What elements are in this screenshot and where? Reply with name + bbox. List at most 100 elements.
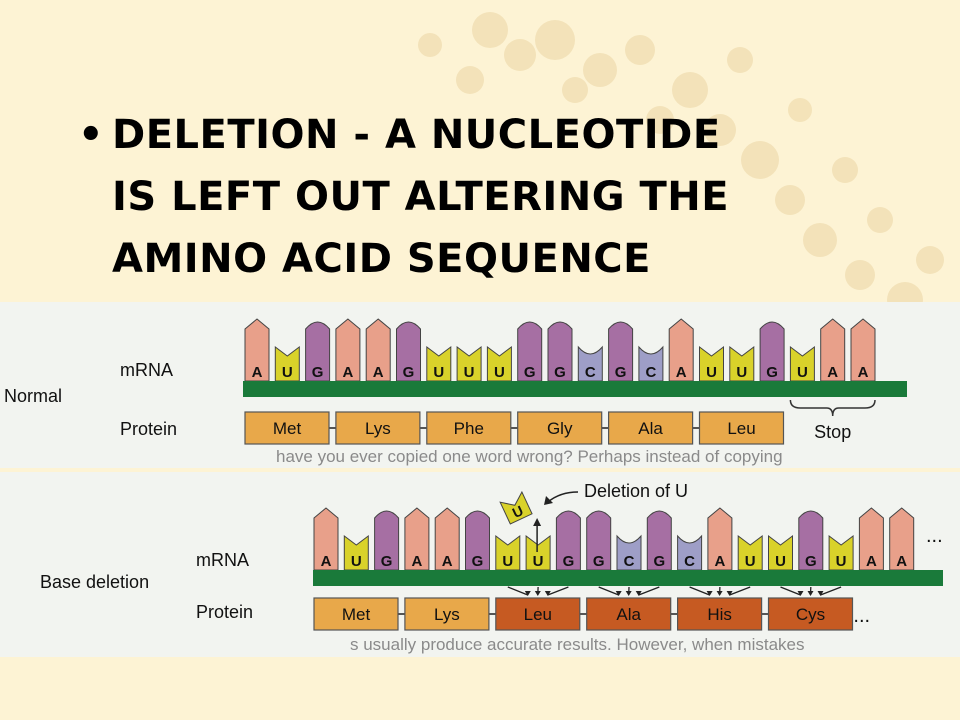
title-text: DELETION - A NUCLEOTIDE IS LEFT OUT ALTE… xyxy=(112,104,729,290)
codon-his: His xyxy=(676,597,763,631)
mrna-backbone xyxy=(313,570,943,586)
nucleotide-A: A xyxy=(850,318,876,382)
codon-label: Phe xyxy=(454,419,484,438)
nucleotide-G: G xyxy=(396,321,421,382)
codon-label: Ala xyxy=(638,419,663,438)
nucleotide-letter: G xyxy=(563,553,575,570)
codon-label: His xyxy=(707,605,732,624)
nucleotide-letter: U xyxy=(282,364,293,381)
nucleotide-A: A xyxy=(889,507,915,571)
translation-arrow xyxy=(547,586,569,596)
deletion-arrow-head xyxy=(533,518,542,526)
arrow-head xyxy=(625,591,632,596)
nucleotide-A: A xyxy=(335,318,361,382)
nucleotide-C: C xyxy=(577,345,603,382)
codon-met: Met xyxy=(244,411,330,445)
background-page-text: s usually produce accurate results. Howe… xyxy=(350,635,804,654)
translation-arrow xyxy=(729,586,751,596)
codon-leu: Leu xyxy=(495,597,581,631)
nucleotide-A: A xyxy=(434,507,460,571)
protein-continuation: ... xyxy=(853,605,870,627)
codon-ala: Ala xyxy=(607,411,694,445)
nucleotide-letter: G xyxy=(524,364,536,381)
title-line-1: DELETION - A NUCLEOTIDE xyxy=(112,112,721,158)
normal-panel: have you ever copied one word wrong? Per… xyxy=(0,302,960,468)
mrna-continuation: ... xyxy=(926,525,943,547)
nucleotide-letter: G xyxy=(615,364,627,381)
arrow-head xyxy=(716,591,723,596)
arrow-head xyxy=(726,591,733,596)
translation-arrow xyxy=(598,586,619,596)
nucleotide-letter: U xyxy=(797,364,808,381)
codon-label: Met xyxy=(273,419,302,438)
nucleotide-letter: A xyxy=(896,553,907,570)
nucleotide-letter: A xyxy=(858,364,869,381)
protein-label: Protein xyxy=(196,602,253,622)
codon-ala: Ala xyxy=(586,597,672,631)
translation-arrow xyxy=(689,586,710,596)
deletion-callout: Deletion of U xyxy=(584,481,688,501)
nucleotide-letter: C xyxy=(624,553,635,570)
callout-pointer-head xyxy=(544,496,553,505)
slide-title: • DELETION - A NUCLEOTIDE IS LEFT OUT AL… xyxy=(78,104,898,290)
codon-phe: Phe xyxy=(426,411,512,445)
arrow-head xyxy=(807,591,814,596)
nucleotide-G: G xyxy=(759,321,785,382)
codon-label: Met xyxy=(342,605,371,624)
stop-brace xyxy=(789,399,876,417)
arrow-head xyxy=(635,591,642,596)
nucleotide-A: A xyxy=(365,318,391,382)
nucleotide-letter: A xyxy=(866,553,877,570)
codon-leu: Leu xyxy=(698,411,785,445)
nucleotide-letter: U xyxy=(745,553,756,570)
deleted-nucleotide: U xyxy=(499,490,533,525)
nucleotide-G: G xyxy=(646,510,672,571)
nucleotide-G: G xyxy=(374,510,400,571)
nucleotide-C: C xyxy=(638,345,664,382)
mrna-label: mRNA xyxy=(196,550,249,570)
deletion-panel: s usually produce accurate results. Howe… xyxy=(0,472,960,657)
nucleotide-letter: U xyxy=(836,553,847,570)
codon-label: Leu xyxy=(524,605,552,624)
nucleotide-letter: G xyxy=(312,364,324,381)
nucleotide-G: G xyxy=(586,510,612,571)
stop-label: Stop xyxy=(814,422,851,442)
arrow-head xyxy=(817,591,824,596)
nucleotide-A: A xyxy=(858,507,884,571)
nucleotide-letter: A xyxy=(342,364,353,381)
nucleotide-letter: A xyxy=(252,364,263,381)
nucleotide-letter: A xyxy=(411,553,422,570)
nucleotide-G: G xyxy=(517,321,543,382)
codon-label: Leu xyxy=(727,419,755,438)
nucleotide-G: G xyxy=(465,510,490,571)
nucleotide-A: A xyxy=(707,507,733,571)
nucleotide-letter: G xyxy=(805,553,817,570)
translation-arrow xyxy=(507,586,529,596)
nucleotide-letter: U xyxy=(533,553,544,570)
base-deletion-label: Base deletion xyxy=(40,572,149,592)
nucleotide-G: G xyxy=(555,510,581,571)
translation-arrow xyxy=(638,586,660,596)
arrow-head xyxy=(544,591,551,596)
nucleotide-letter: G xyxy=(381,553,393,570)
nucleotide-A: A xyxy=(313,507,339,571)
nucleotide-letter: C xyxy=(585,364,596,381)
bullet-marker: • xyxy=(78,112,104,158)
nucleotide-C: C xyxy=(616,534,642,571)
nucleotide-letter: A xyxy=(827,364,838,381)
codon-label: Gly xyxy=(547,419,573,438)
nucleotide-letter: G xyxy=(593,553,605,570)
arrow-head xyxy=(706,591,713,596)
codon-label: Ala xyxy=(616,605,641,624)
nucleotide-C: C xyxy=(677,534,703,571)
nucleotide-A: A xyxy=(404,507,430,571)
nucleotide-letter: A xyxy=(373,364,384,381)
title-line-3: AMINO ACID SEQUENCE xyxy=(112,236,651,282)
nucleotide-letter: G xyxy=(403,364,415,381)
nucleotide-letter: G xyxy=(766,364,778,381)
codon-met: Met xyxy=(313,597,399,631)
nucleotide-letter: U xyxy=(351,553,362,570)
normal-label: Normal xyxy=(4,386,62,406)
translation-arrow xyxy=(780,586,801,596)
